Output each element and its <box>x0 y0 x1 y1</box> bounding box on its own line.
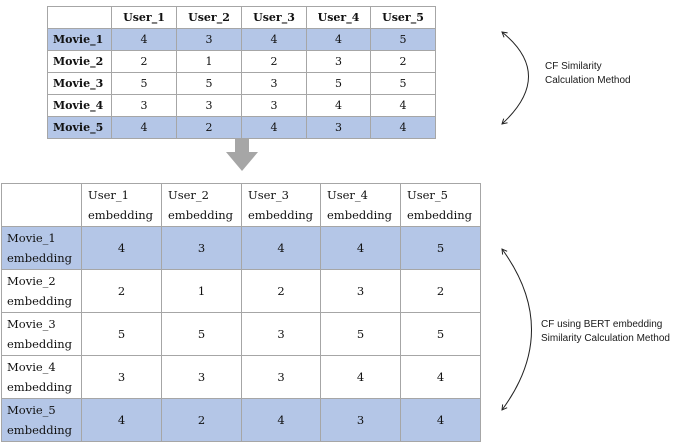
table-cell: 4 <box>111 116 177 139</box>
rating-matrix-header-row: User_1 User_2 User_3 User_4 User_5 <box>47 6 436 29</box>
table-cell: 5 <box>320 312 401 356</box>
table-cell: 4 <box>320 355 401 399</box>
table-cell: 3 <box>161 226 242 270</box>
row-label: Movie_5 <box>47 116 112 139</box>
column-header: User_5 <box>370 6 436 29</box>
table-cell: 3 <box>81 355 162 399</box>
row-label: Movie_3 <box>47 72 112 95</box>
table-cell: 4 <box>370 116 436 139</box>
table-cell: 5 <box>400 226 481 270</box>
down-arrow-icon <box>226 139 258 171</box>
cf-similarity-caption: CF Similarity Calculation Method <box>545 61 631 86</box>
table-cell: 4 <box>306 28 371 51</box>
table-cell: 4 <box>241 226 321 270</box>
table-cell: 1 <box>161 269 242 313</box>
table-cell: 4 <box>241 398 321 442</box>
table-cell: 4 <box>320 226 401 270</box>
table-cell: 3 <box>320 398 401 442</box>
table-cell: 3 <box>241 355 321 399</box>
table-cell: 4 <box>400 398 481 442</box>
table-cell: 4 <box>111 28 177 51</box>
table-cell: 3 <box>306 116 371 139</box>
curved-double-arrow-icon <box>501 248 532 411</box>
table-cell: 5 <box>370 28 436 51</box>
row-label: Movie_4 <box>47 94 112 117</box>
table-cell: 4 <box>81 398 162 442</box>
table-cell: 3 <box>176 28 242 51</box>
table-cell: 2 <box>400 269 481 313</box>
table-cell: 4 <box>241 116 307 139</box>
table-cell: 4 <box>81 226 162 270</box>
table-cell: 2 <box>161 398 242 442</box>
table-cell: 2 <box>176 116 242 139</box>
table-cell: 3 <box>161 355 242 399</box>
bert-similarity-caption: CF using BERT embedding Similarity Calcu… <box>541 319 670 344</box>
table-cell: 2 <box>241 269 321 313</box>
curved-double-arrow-icon <box>501 31 529 125</box>
table-cell: 5 <box>400 312 481 356</box>
table-cell: 4 <box>400 355 481 399</box>
rating-matrix: User_1 User_2 User_3 User_4 User_5 Movie… <box>47 6 436 139</box>
